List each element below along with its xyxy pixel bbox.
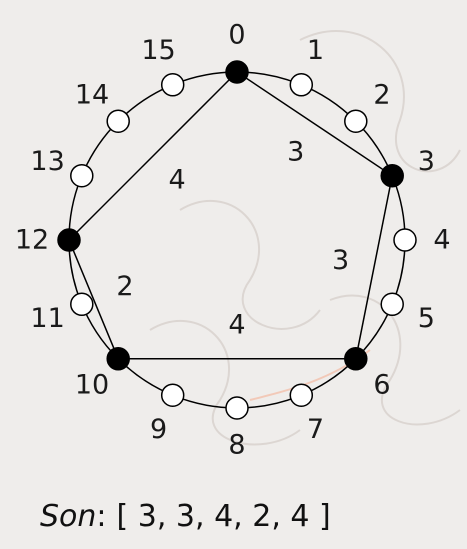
open-point bbox=[225, 396, 249, 420]
point-label: 0 bbox=[228, 20, 245, 51]
point-label: 11 bbox=[30, 303, 64, 334]
point-label: 15 bbox=[141, 35, 175, 66]
filled-point bbox=[380, 163, 404, 188]
point-label: 14 bbox=[75, 80, 109, 111]
point-label: 2 bbox=[373, 80, 390, 111]
point-label: 7 bbox=[307, 414, 324, 445]
polygon-edges bbox=[68, 71, 393, 360]
edge-labels: 3 3 4 2 4 bbox=[116, 137, 349, 341]
edge-length-label: 4 bbox=[168, 165, 185, 196]
point-label: 5 bbox=[418, 303, 435, 334]
point-label: 8 bbox=[228, 430, 245, 461]
filled-point bbox=[106, 347, 130, 371]
watermark-stroke bbox=[329, 294, 461, 426]
open-point bbox=[160, 383, 185, 407]
point-label: 6 bbox=[373, 369, 390, 400]
point-label: 4 bbox=[433, 225, 450, 256]
open-point bbox=[70, 292, 94, 317]
point-label: 1 bbox=[307, 35, 324, 66]
open-point bbox=[344, 109, 368, 133]
open-point bbox=[160, 73, 185, 97]
filled-point bbox=[344, 347, 368, 371]
watermark-stroke bbox=[299, 30, 461, 173]
polygon-edge bbox=[355, 175, 393, 359]
filled-point bbox=[57, 228, 81, 252]
polygon-edge bbox=[236, 71, 393, 177]
circle-points bbox=[57, 60, 417, 420]
open-point bbox=[380, 292, 404, 317]
edge-length-label: 3 bbox=[332, 245, 349, 276]
background-watermark bbox=[149, 30, 461, 446]
point-label: 12 bbox=[15, 225, 49, 256]
sequence-caption: Son: [ 3, 3, 4, 2, 4 ] bbox=[40, 499, 331, 534]
edge-length-label: 2 bbox=[116, 271, 133, 302]
watermark-stroke bbox=[149, 319, 301, 446]
point-label: 10 bbox=[75, 369, 109, 400]
open-point bbox=[70, 163, 94, 188]
edge-length-label: 3 bbox=[287, 137, 304, 168]
point-label: 3 bbox=[418, 146, 435, 177]
open-point bbox=[289, 383, 314, 407]
open-point bbox=[393, 228, 417, 252]
point-label: 9 bbox=[150, 414, 167, 445]
open-point bbox=[289, 73, 314, 97]
watermark-stroke bbox=[179, 199, 321, 330]
open-point bbox=[106, 109, 130, 133]
edge-length-label: 4 bbox=[228, 309, 245, 340]
caption-sequence: [ 3, 3, 4, 2, 4 ] bbox=[117, 499, 331, 534]
point-label: 13 bbox=[30, 146, 64, 177]
polygon-edge bbox=[68, 239, 119, 360]
filled-point bbox=[225, 60, 249, 84]
caption-separator: : bbox=[96, 499, 106, 534]
polygon-edge bbox=[68, 71, 238, 241]
caption-prefix: Son bbox=[40, 499, 96, 534]
